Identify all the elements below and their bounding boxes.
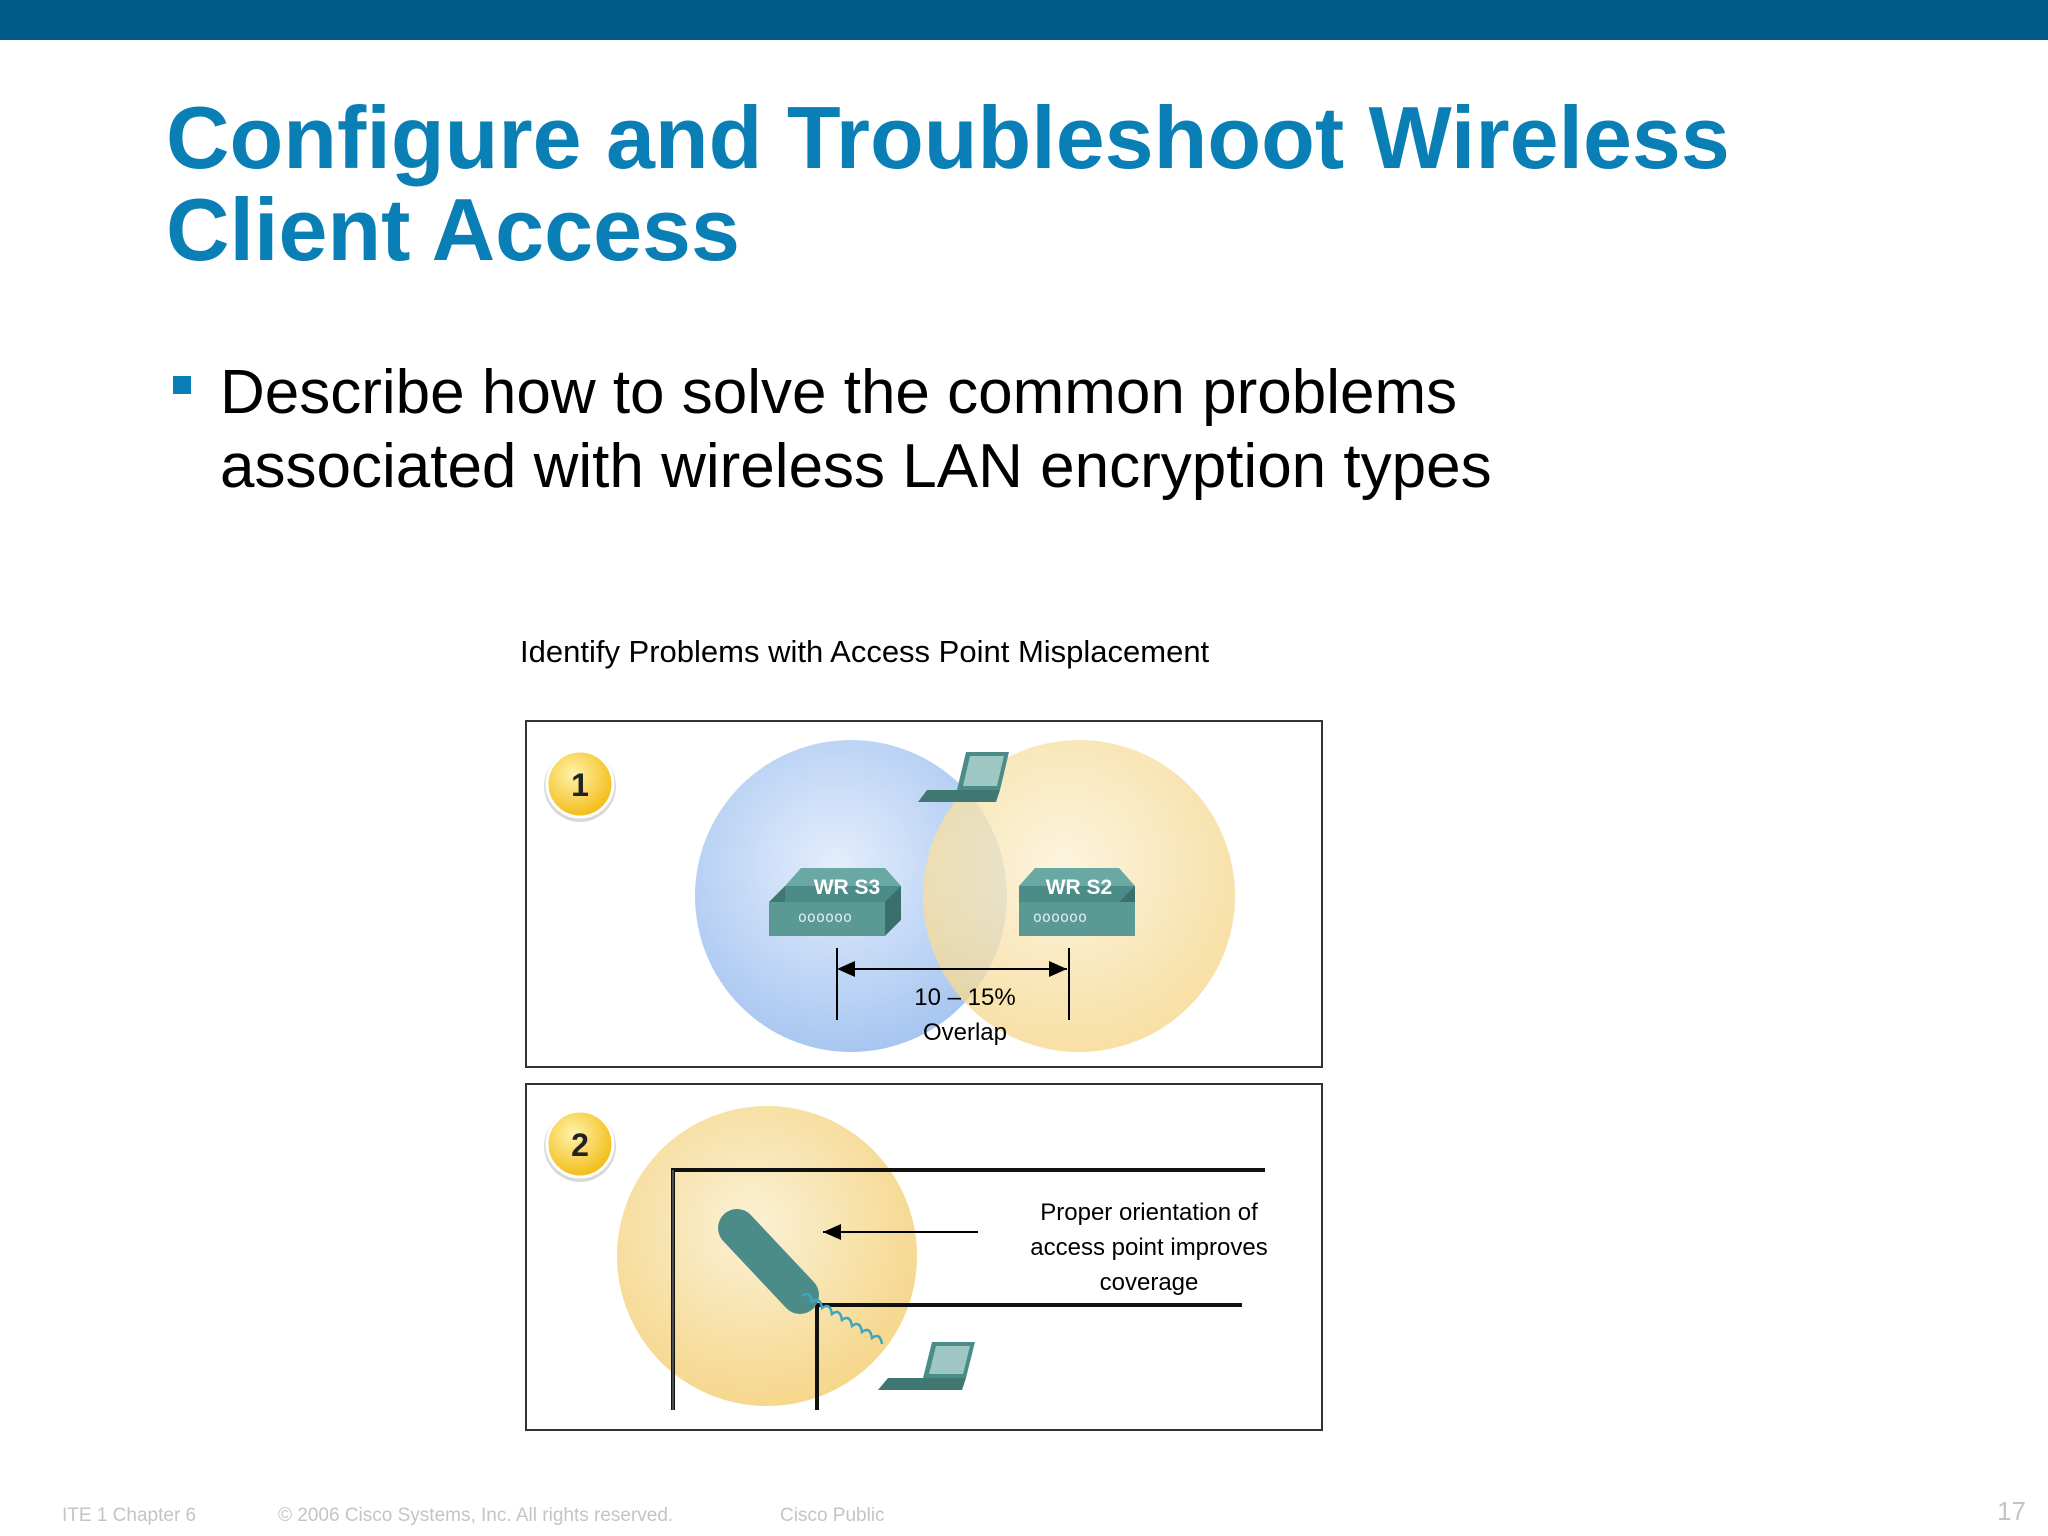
svg-text:oooooo: oooooo	[798, 908, 852, 926]
router-wr-s2-icon: WR S2 oooooo	[1019, 868, 1135, 936]
bullet-square-icon	[173, 376, 191, 394]
step-1-number: 1	[571, 767, 589, 803]
router-wr-s3-icon: WR S3 oooooo	[769, 868, 901, 936]
footer-copyright: © 2006 Cisco Systems, Inc. All rights re…	[278, 1505, 674, 1526]
orientation-note-line1: Proper orientation of	[1040, 1199, 1258, 1226]
footer-course: ITE 1 Chapter 6	[62, 1505, 197, 1526]
laptop-icon	[918, 752, 1009, 802]
footer-classification: Cisco Public	[780, 1505, 885, 1526]
svg-text:oooooo: oooooo	[1033, 908, 1087, 926]
panel-overlap: 1 WR S3 oooooo WR S2 oooooo	[525, 720, 1323, 1068]
orientation-note-line2: access point improves	[1030, 1234, 1267, 1261]
bullet-text-line1: Describe how to solve the common problem…	[220, 358, 1458, 427]
step-2-badge: 2	[544, 1109, 616, 1182]
slide-title-line1: Configure and Troubleshoot Wireless	[166, 88, 1730, 187]
laptop-icon	[878, 1342, 975, 1390]
step-1-badge: 1	[544, 749, 616, 822]
figure-caption: Identify Problems with Access Point Misp…	[520, 634, 1210, 669]
slide-title: Configure and Troubleshoot Wireless Clie…	[166, 92, 1986, 276]
page-number: 17	[1997, 1496, 2026, 1526]
router-right-label: WR S2	[1046, 876, 1113, 899]
antenna-cable	[801, 1292, 884, 1345]
router-left-label: WR S3	[814, 876, 881, 899]
room-wall-lines	[671, 1168, 1265, 1410]
slide-title-line2: Client Access	[166, 180, 740, 279]
antenna-icon	[718, 1209, 819, 1314]
bullet-text-line2: associated with wireless LAN encryption …	[220, 432, 1492, 501]
panel-orientation: 2 Proper orientation of access point imp…	[525, 1083, 1323, 1431]
overlap-label: Overlap	[923, 1019, 1007, 1046]
overlap-dimension	[836, 948, 1070, 1020]
orientation-note-line3: coverage	[1100, 1269, 1199, 1296]
access-point-figure: Identify Problems with Access Point Misp…	[520, 634, 1323, 1431]
overlap-value: 10 – 15%	[914, 984, 1015, 1011]
bullet-text: Describe how to solve the common problem…	[220, 356, 1860, 504]
top-bar	[0, 0, 2048, 40]
step-2-number: 2	[571, 1127, 589, 1163]
